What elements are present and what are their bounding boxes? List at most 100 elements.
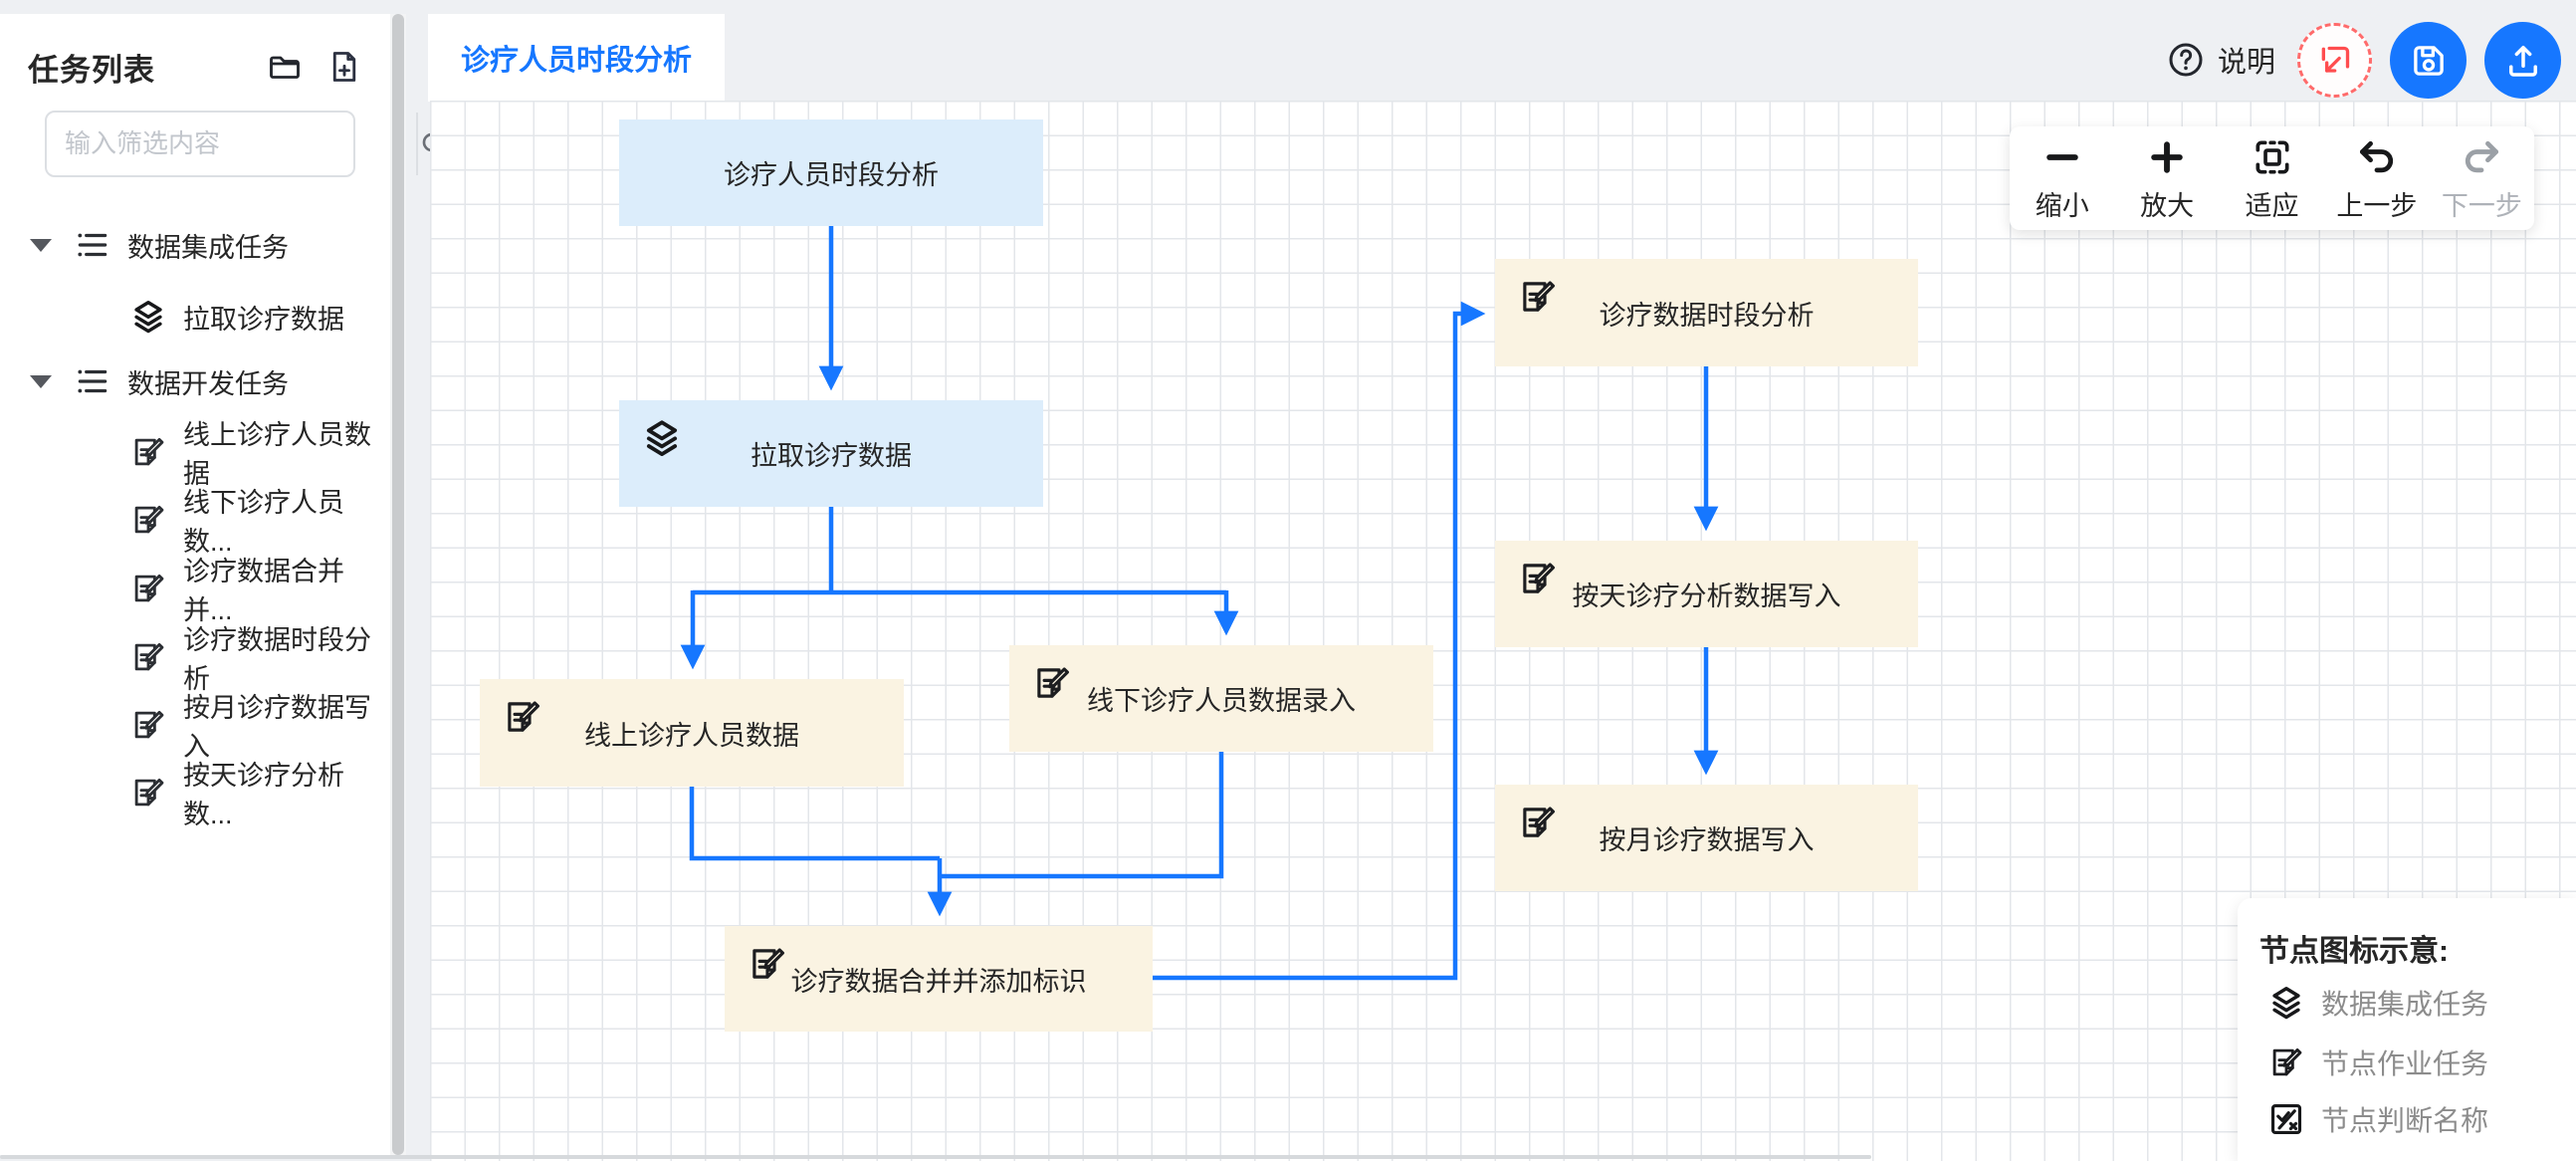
layers-icon [134, 301, 162, 334]
minus-icon [2045, 153, 2078, 160]
sidebar-item-label: 拉取诊疗数据 [183, 304, 344, 335]
folder-icon[interactable] [267, 49, 303, 85]
sidebar-group-data-develop[interactable]: 数据开发任务 [30, 359, 289, 403]
sidebar-item-online-staff-data[interactable]: 线上诊疗人员数据 [129, 420, 390, 489]
sidebar-scrollbar[interactable] [390, 14, 406, 1155]
task-list-header: 任务列表 [28, 44, 362, 90]
list-icon [78, 233, 107, 257]
node-merge-tag[interactable]: 诊疗数据合并并添加标识 [725, 926, 1153, 1032]
node-period-analysis[interactable]: 诊疗数据时段分析 [1495, 259, 1918, 366]
sidebar-item-merge-data[interactable]: 诊疗数据合并并... [129, 557, 390, 625]
undo-icon [2359, 140, 2394, 172]
legend-title: 节点图标示意: [2259, 935, 2449, 968]
sidebar-item-label: 线下诊疗人员数... [183, 488, 344, 557]
task-list-panel: 任务列表 数据集成任务 [0, 14, 446, 1155]
layers-icon [646, 420, 678, 457]
legend-item-judge: 节点判断名称 [2267, 1099, 2488, 1139]
question-circle-icon [2169, 43, 2203, 77]
flow-canvas[interactable]: 诊疗人员时段分析 拉取诊疗数据 线上诊疗人员数据 线下诊疗人员数据录入 诊疗数据… [430, 101, 2576, 1161]
check-x-box-icon [2270, 1103, 2302, 1135]
tool-label: 适应 [2245, 190, 2299, 221]
sidebar-item-label: 诊疗数据时段分析 [183, 625, 371, 694]
node-daily-write[interactable]: 按天诊疗分析数据写入 [1495, 541, 1918, 647]
list-icon [78, 369, 107, 393]
redo-button[interactable]: 下一步 [2430, 126, 2534, 230]
caret-down-icon[interactable] [30, 238, 52, 252]
node-label: 线下诊疗人员数据录入 [1087, 686, 1356, 716]
edit-doc-icon [1037, 667, 1069, 698]
tool-label: 下一步 [2441, 190, 2522, 221]
tool-label: 上一步 [2336, 190, 2418, 221]
node-icon-legend: 节点图标示意: 数据集成任务 节点作业任务 节点判断名称 [2238, 898, 2576, 1161]
capture-region-button[interactable] [2297, 23, 2372, 98]
canvas-toolbar: 缩小 放大 适应 上一步 下一步 [2010, 126, 2534, 230]
zoom-in-button[interactable]: 放大 [2114, 126, 2219, 230]
edge-offline-to-merge [942, 752, 1224, 879]
edit-doc-icon [1523, 807, 1555, 837]
edit-doc-icon [508, 701, 539, 732]
export-button[interactable] [2484, 22, 2561, 99]
edit-doc-icon [134, 574, 164, 602]
edge-online-to-merge [689, 787, 940, 861]
node-label: 拉取诊疗数据 [751, 441, 912, 471]
node-pull-data[interactable]: 拉取诊疗数据 [619, 400, 1043, 507]
legend-label: 节点判断名称 [2321, 1105, 2489, 1136]
sidebar-item-monthly-write[interactable]: 按月诊疗数据写入 [129, 693, 390, 762]
help-label: 说明 [2218, 47, 2276, 79]
undo-button[interactable]: 上一步 [2324, 126, 2429, 230]
legend-item-integration: 数据集成任务 [2267, 983, 2488, 1023]
search-input[interactable] [47, 113, 416, 175]
edit-doc-icon [2272, 1047, 2302, 1076]
sidebar-group-data-integration[interactable]: 数据集成任务 [30, 223, 289, 267]
sidebar-item-label: 按月诊疗数据写入 [183, 693, 371, 762]
edit-doc-icon [134, 778, 164, 807]
layers-icon [2272, 987, 2300, 1020]
fit-view-button[interactable]: 适应 [2220, 126, 2324, 230]
task-list-title: 任务列表 [28, 52, 155, 88]
sidebar-item-offline-staff-data[interactable]: 线下诊疗人员数... [129, 488, 390, 557]
tool-label: 放大 [2140, 190, 2195, 221]
filter-search [45, 111, 446, 177]
capture-region-icon [2321, 46, 2349, 73]
zoom-out-button[interactable]: 缩小 [2010, 126, 2114, 230]
node-monthly-write[interactable]: 按月诊疗数据写入 [1495, 785, 1918, 891]
node-online-staff-data[interactable]: 线上诊疗人员数据 [480, 679, 904, 787]
save-button[interactable] [2390, 22, 2467, 99]
new-file-icon[interactable] [326, 49, 362, 85]
legend-label: 节点作业任务 [2321, 1048, 2489, 1079]
node-label: 线上诊疗人员数据 [584, 720, 799, 751]
edit-doc-icon [134, 710, 164, 739]
sidebar-item-label: 数据集成任务 [127, 232, 289, 263]
save-icon [2413, 45, 2444, 76]
fit-icon [2255, 140, 2289, 173]
node-label: 按天诊疗分析数据写入 [1572, 581, 1841, 611]
horizontal-scrollbar[interactable] [0, 1155, 1871, 1159]
upload-icon [2508, 45, 2537, 77]
node-title-flow[interactable]: 诊疗人员时段分析 [619, 119, 1043, 226]
legend-item-job: 节点作业任务 [2267, 1043, 2488, 1082]
node-label: 按月诊疗数据写入 [1599, 825, 1815, 855]
node-label: 诊疗人员时段分析 [724, 160, 939, 190]
sidebar-item-label: 线上诊疗人员数据 [183, 420, 371, 489]
sidebar-item-label: 按天诊疗分析数... [183, 761, 344, 829]
sidebar-item-pull-data[interactable]: 拉取诊疗数据 [129, 295, 344, 339]
node-offline-staff-entry[interactable]: 线下诊疗人员数据录入 [1009, 645, 1433, 752]
help-button[interactable]: 说明 [2166, 36, 2275, 84]
plus-icon [2151, 140, 2183, 173]
legend-label: 数据集成任务 [2321, 989, 2489, 1020]
edit-doc-icon [752, 948, 784, 979]
sidebar-item-daily-write[interactable]: 按天诊疗分析数... [129, 761, 390, 829]
edit-doc-icon [1523, 281, 1555, 312]
node-label: 诊疗数据合并并添加标识 [790, 966, 1087, 997]
sidebar-item-label: 数据开发任务 [127, 368, 289, 399]
scrollbar-thumb[interactable] [392, 14, 404, 1155]
caret-down-icon[interactable] [30, 374, 52, 388]
edit-doc-icon [134, 642, 164, 671]
tab-label: 诊疗人员时段分析 [460, 45, 692, 77]
sidebar-item-label: 诊疗数据合并并... [183, 557, 344, 625]
tab-current-flow[interactable]: 诊疗人员时段分析 [428, 14, 725, 102]
tool-label: 缩小 [2035, 190, 2089, 221]
redo-icon [2466, 140, 2499, 172]
edit-doc-icon [134, 437, 164, 466]
sidebar-item-period-analysis[interactable]: 诊疗数据时段分析 [129, 625, 390, 694]
